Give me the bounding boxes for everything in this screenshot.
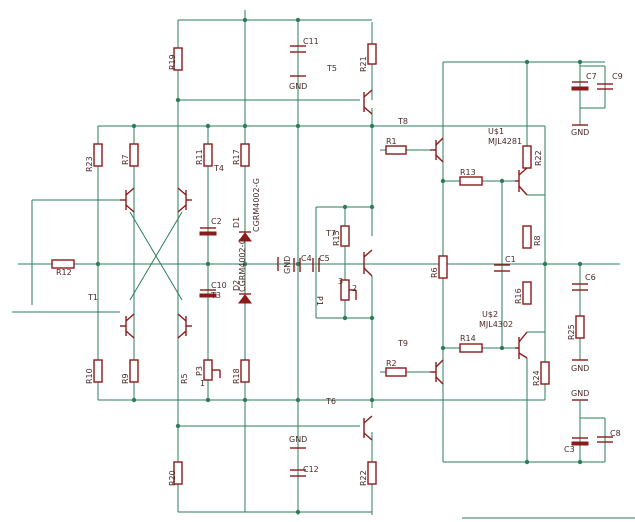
label-gnd-c11: GND xyxy=(289,82,307,91)
label-r6: R6 xyxy=(430,267,439,278)
label-d2-part: CGRM4002-G xyxy=(238,238,247,292)
label-t9: T9 xyxy=(397,339,408,348)
label-u2: U$2 xyxy=(482,310,498,319)
label-r1: R1 xyxy=(386,137,397,146)
label-gnd-c12: GND xyxy=(289,435,307,444)
label-r8: R8 xyxy=(533,235,542,246)
label-c11: C11 xyxy=(303,37,319,46)
transistors xyxy=(120,89,528,441)
label-gnd-c7: GND xyxy=(571,128,589,137)
label-u2-part: MJL4302 xyxy=(479,320,513,329)
label-t5: T5 xyxy=(326,64,337,73)
label-u1: U$1 xyxy=(488,127,504,136)
label-c4: C4 xyxy=(301,254,312,263)
label-t6: T6 xyxy=(325,397,336,406)
label-c5: C5 xyxy=(319,254,330,263)
label-pin-1: 1 xyxy=(200,379,205,388)
label-c9: C9 xyxy=(612,72,623,81)
label-d2: D2 xyxy=(232,280,241,291)
label-c1: C1 xyxy=(505,255,516,264)
label-t1: T1 xyxy=(87,293,98,302)
label-c8: C3 xyxy=(564,445,575,454)
label-t7: T7 xyxy=(325,229,336,238)
label-r24: R24 xyxy=(532,370,541,386)
label-r2: R2 xyxy=(386,359,397,368)
resistors xyxy=(51,43,585,485)
diodes xyxy=(238,231,252,304)
label-c12: C12 xyxy=(303,465,319,474)
wires xyxy=(12,10,620,515)
capacitors xyxy=(199,45,613,477)
label-t4: T4 xyxy=(213,164,224,173)
label-p3: P3 xyxy=(195,366,204,376)
label-r16: R16 xyxy=(514,288,523,304)
label-r20: R20 xyxy=(168,470,177,486)
label-r12: R12 xyxy=(56,268,72,277)
label-r22: R22 xyxy=(534,150,543,166)
label-gnd-c4: GND xyxy=(283,256,292,274)
label-pin-3: 3 xyxy=(338,277,343,286)
label-c2: C2 xyxy=(211,217,222,226)
label-r11: R11 xyxy=(195,149,204,165)
label-d1-part: CGRM4002-G xyxy=(252,178,261,232)
label-t8: T8 xyxy=(397,117,408,126)
labels: R19 C11 GND T5 R21 C7 C9 GND T8 U$1 MJL4… xyxy=(56,37,623,486)
label-p1: P1 xyxy=(315,296,324,306)
label-gnd-c8: GND xyxy=(571,389,589,398)
label-pin-2: 2 xyxy=(352,284,357,293)
label-r7: R7 xyxy=(121,154,130,165)
label-c10: C8 xyxy=(610,429,621,438)
label-r10: R10 xyxy=(85,368,94,384)
label-t3: T3 xyxy=(210,291,221,300)
label-c7: C7 xyxy=(586,72,597,81)
label-r17: R17 xyxy=(232,149,241,165)
label-r18: R18 xyxy=(232,368,241,384)
label-r14: R14 xyxy=(460,334,476,343)
junctions xyxy=(95,17,583,515)
label-gnd-r25: GND xyxy=(571,364,589,373)
label-r23: R23 xyxy=(85,156,94,172)
potentiometer-wipers xyxy=(212,289,357,378)
label-r21: R21 xyxy=(359,56,368,72)
label-c6: C6 xyxy=(585,273,596,282)
label-r22-bottom: R22 xyxy=(359,470,368,486)
label-r9: R9 xyxy=(121,373,130,384)
label-r19: R19 xyxy=(168,54,177,70)
label-r13: R13 xyxy=(460,168,476,177)
label-r25: R25 xyxy=(567,324,576,340)
ground-symbols xyxy=(277,75,588,449)
label-r5: R5 xyxy=(180,373,189,384)
label-u1-part: MJL4281 xyxy=(488,137,522,146)
label-d1: D1 xyxy=(232,217,241,228)
label-r15: R15 xyxy=(332,230,341,246)
label-c3: C10 xyxy=(211,281,227,290)
